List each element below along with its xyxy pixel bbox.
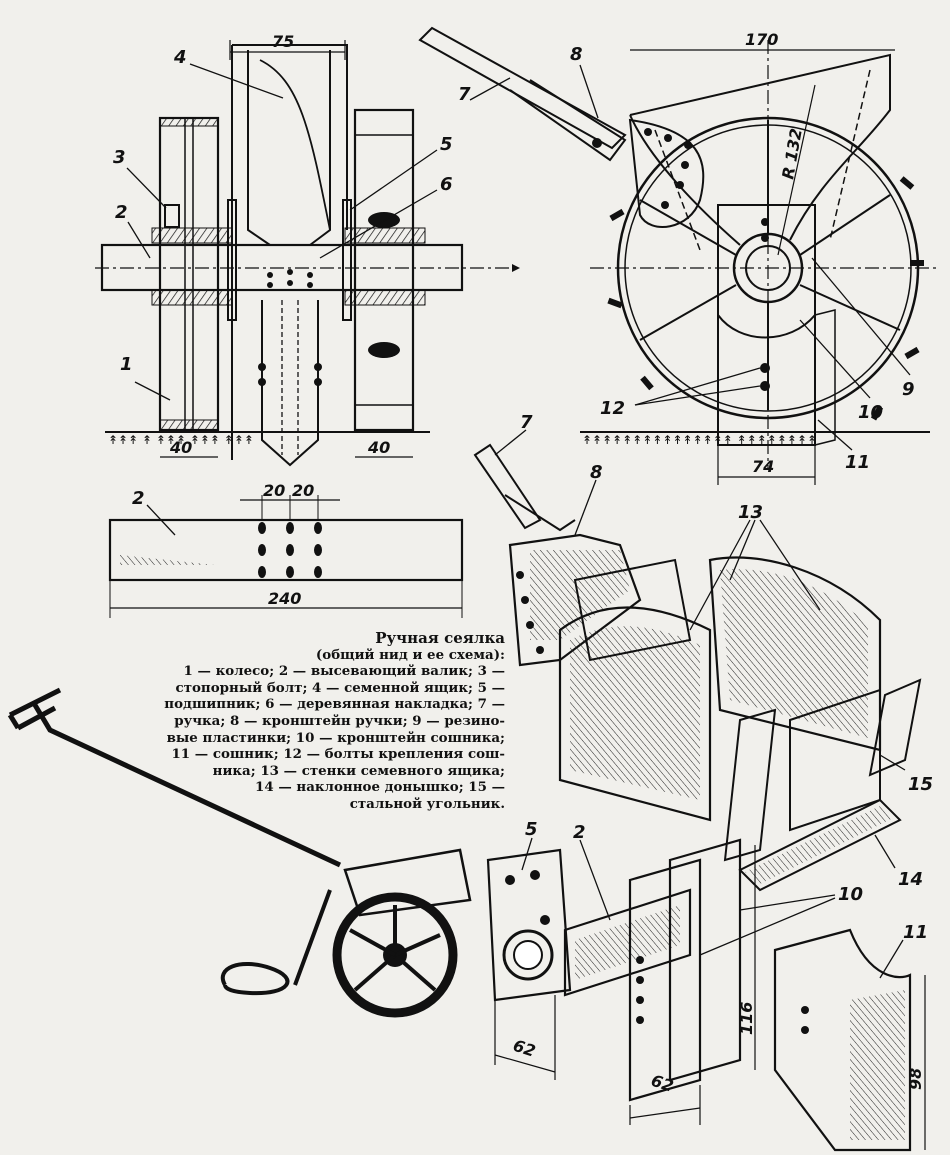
- label-exp-7: 7: [520, 412, 533, 433]
- caption-line: ника; 13 — стенки семевного ящика;: [212, 762, 505, 779]
- label-shaft-2: 2: [132, 488, 145, 509]
- dim-20b: 20: [292, 481, 314, 500]
- dim-74: 74: [752, 457, 774, 476]
- handle-bracket: [628, 118, 705, 228]
- label-5: 5: [440, 134, 453, 155]
- coulter-bracket-1: [628, 858, 702, 1102]
- exp-shaft: [563, 888, 692, 997]
- label-7: 7: [458, 84, 471, 105]
- label-exp-5: 5: [525, 819, 538, 840]
- svg-text:↟↟↟↟↟↟↟↟↟↟↟↟↟↟↟ ↟↟↟↟↟↟↟↟: ↟↟↟↟↟↟↟↟↟↟↟↟↟↟↟ ↟↟↟↟↟↟↟↟: [582, 433, 817, 447]
- side-wheel: [616, 116, 920, 420]
- dim-240: 240: [268, 589, 301, 608]
- coulter: [261, 300, 319, 467]
- label-12: 12: [600, 398, 625, 419]
- dim-40-left: 40: [169, 438, 192, 457]
- figure-caption: Ручная сеялка (общий нид и ее схема): 1 …: [150, 630, 505, 813]
- label-1: 1: [120, 354, 133, 375]
- box-wall-right: [708, 556, 882, 752]
- side-view: ↟↟↟↟↟↟↟↟↟↟↟↟↟↟↟ ↟↟↟↟↟↟↟↟: [418, 26, 940, 485]
- label-6: 6: [440, 174, 453, 195]
- left-wheel: [158, 116, 220, 432]
- dim-40-right: 40: [367, 438, 390, 457]
- dim-r132: R 132: [778, 127, 806, 181]
- dim-98: 98: [906, 1068, 925, 1090]
- label-8: 8: [570, 44, 583, 65]
- label-2: 2: [115, 202, 128, 223]
- steel-angle-15: [868, 678, 922, 777]
- dim-62-a: 62: [511, 1036, 538, 1061]
- caption-line: стопорный болт; 4 — семенной ящик; 5 —: [175, 679, 505, 696]
- box-wall-left: [558, 606, 712, 822]
- dim-170: 170: [745, 30, 778, 49]
- shaft-view: 20 20 240 2: [108, 481, 464, 618]
- seeder-handle: [8, 687, 342, 868]
- caption-line: вые пластинки; 10 — кронштейн сошника;: [166, 729, 505, 746]
- caption-line: ручка; 8 — кронштейн ручки; 9 — резино-: [174, 712, 505, 729]
- shaft: [100, 243, 464, 292]
- steel-angle-mid: [723, 708, 777, 862]
- dim-75: 75: [272, 32, 294, 51]
- label-10: 10: [858, 402, 883, 423]
- bearing-plate: [486, 848, 572, 1002]
- dim-62-b: 62: [649, 1071, 676, 1096]
- label-9: 9: [902, 379, 915, 400]
- coulter-plate: [717, 204, 816, 446]
- handle: [418, 26, 627, 150]
- caption-line: 14 — наклонное донышко; 15 —: [255, 779, 505, 796]
- coulter-bracket-2: [668, 838, 742, 1082]
- svg-text:↟↟↟ ↟ ↟↟↟ ↟↟↟ ↟↟↟: ↟↟↟ ↟ ↟↟↟ ↟↟↟ ↟↟↟: [108, 433, 254, 447]
- label-exp-14: 14: [898, 869, 923, 890]
- label-exp-15: 15: [908, 774, 933, 795]
- seed-box: [231, 44, 348, 460]
- dim-116: 116: [737, 1002, 756, 1035]
- label-exp-2: 2: [573, 822, 586, 843]
- exploded-view: 62 62 116 98 7 8 13 15 14 5 2 10 11: [473, 412, 933, 1152]
- caption-line: подшипник; 6 — деревянная накладка; 7 —: [164, 696, 505, 713]
- caption-line: 1 — колесо; 2 — высевающий валик; 3 —: [183, 663, 505, 680]
- shaft-detail: [108, 518, 464, 582]
- label-exp-8: 8: [590, 462, 603, 483]
- label-exp-13: 13: [738, 502, 763, 523]
- label-exp-10: 10: [838, 884, 863, 905]
- sloped-bottom: [738, 798, 902, 892]
- caption-line: 11 — сошник; 12 — болты крепления сош-: [171, 746, 505, 763]
- exp-coulter: [773, 928, 912, 1152]
- label-11: 11: [845, 452, 870, 473]
- caption-subtitle: (общий нид и ее схема):: [315, 646, 505, 663]
- dim-20a: 20: [263, 481, 285, 500]
- caption-line: стальной угольник.: [349, 795, 505, 812]
- perspective-view: [7, 687, 472, 1018]
- seeder-wheel: [332, 892, 458, 1018]
- caption-title: Ручная сеялка: [375, 629, 505, 647]
- right-wheel: [353, 108, 415, 432]
- front-view: ↟↟↟ ↟ ↟↟↟ ↟↟↟ ↟↟↟: [95, 32, 520, 467]
- exp-bracket: [508, 533, 642, 667]
- label-3: 3: [113, 147, 126, 168]
- label-4: 4: [173, 47, 187, 68]
- label-exp-11: 11: [903, 922, 928, 943]
